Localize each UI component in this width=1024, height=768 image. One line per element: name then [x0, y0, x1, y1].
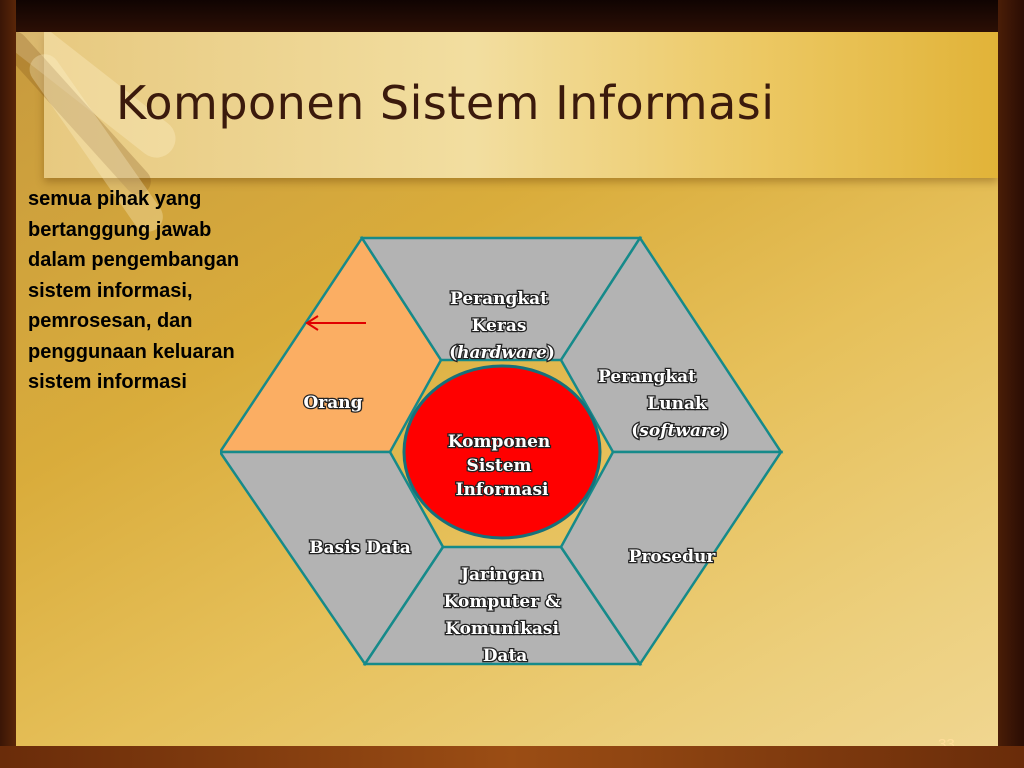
slide-title: Komponen Sistem Informasi: [116, 76, 775, 130]
slide-frame-top: [0, 0, 1024, 32]
label-center: Komponen Sistem Informasi: [448, 432, 556, 500]
center-circle: [402, 364, 602, 540]
label-orang: Orang: [303, 393, 362, 413]
hexagon-diagram: Orang Perangkat Keras (hardware) Perangk…: [220, 235, 784, 667]
slide-frame-left: [0, 0, 16, 768]
slide-frame-right: [998, 0, 1024, 768]
label-perangkat-keras: Perangkat Keras (hardware): [449, 289, 555, 363]
title-band: [44, 32, 998, 178]
label-basis-data: Basis Data: [309, 538, 411, 558]
label-perangkat-lunak: Perangkat Lunak (software): [598, 367, 729, 441]
slide-number: 33: [938, 736, 955, 746]
segment-prosedur: [559, 450, 784, 667]
slide-canvas: Komponen Sistem Informasi semua pihak ya…: [16, 32, 998, 746]
label-prosedur: Prosedur: [629, 547, 717, 567]
side-note-text: semua pihak yang bertanggung jawab dalam…: [28, 188, 240, 393]
slide-frame-bottom: [0, 746, 1024, 768]
label-jaringan: Jaringan Komputer & Komunikasi Data: [444, 565, 567, 666]
arrow-left-icon: [305, 315, 366, 331]
